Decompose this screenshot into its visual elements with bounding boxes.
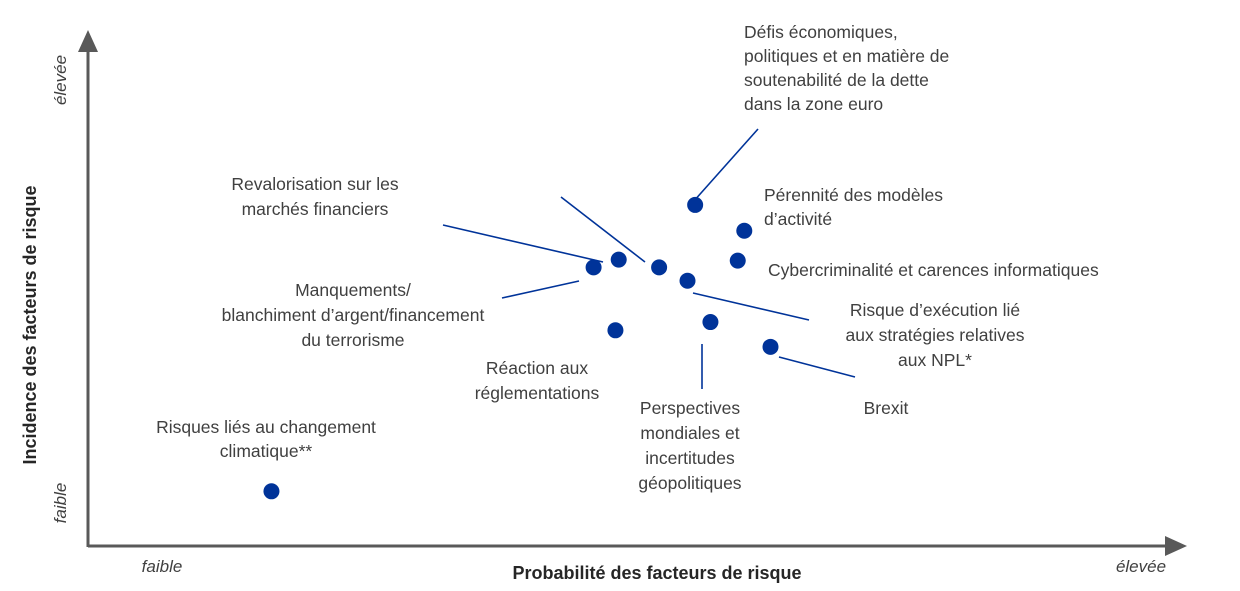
point-label-line: Brexit [864, 398, 909, 418]
point-label-reaction: Réaction aux réglementations [475, 358, 600, 403]
data-point-aml [585, 259, 602, 276]
point-label-line: Perspectives [640, 398, 740, 418]
data-point-reaction [651, 259, 668, 276]
point-label-business: Pérennité des modèles d’activité [764, 185, 943, 229]
x-axis-high-label: élevée [1116, 557, 1166, 576]
point-label-aml: Manquements/blanchiment d’argent/finance… [222, 280, 485, 350]
point-label-line: politiques et en matière de [744, 46, 949, 66]
point-label-revalo: Revalorisation sur les marchés financiers [231, 174, 399, 219]
data-points [263, 196, 779, 500]
point-label-line: climatique** [220, 441, 313, 461]
leader-line-reaction [560, 196, 646, 263]
y-axis-arrow [78, 30, 98, 52]
data-point-revalo [610, 251, 627, 268]
point-label-geo: Perspectives mondiales et incertitudes géop… [638, 398, 741, 493]
point-label-cyber: Cybercriminalité et carences informatiqu… [768, 260, 1099, 280]
y-axis-low-label: faible [51, 483, 70, 524]
data-point-geo [702, 314, 719, 331]
data-point-npl [679, 272, 696, 289]
x-axis-low-label: faible [142, 557, 183, 576]
point-label-debt: Défis économiques, politiques et en matiè… [744, 22, 949, 114]
point-label-line: géopolitiques [638, 473, 741, 493]
point-label-line: Manquements/ [295, 280, 411, 300]
point-label-line: incertitudes [645, 448, 735, 468]
point-label-line: du terrorisme [301, 330, 404, 350]
point-label-line: aux stratégies relatives [846, 325, 1025, 345]
point-label-line: Cybercriminalité et carences informatiqu… [768, 260, 1099, 280]
point-label-line: soutenabilité de la dette [744, 70, 929, 90]
x-axis-arrow [1165, 536, 1187, 556]
point-label-line: Réaction aux [486, 358, 588, 378]
point-label-line: Risque d’exécution lié [850, 300, 1020, 320]
axes [78, 30, 1187, 556]
point-label-line: Défis économiques, [744, 22, 898, 42]
data-point-debt [687, 196, 704, 213]
leader-line-aml [501, 280, 580, 299]
data-point-business [736, 222, 753, 239]
y-axis-high-label: élevée [51, 55, 70, 105]
point-label-line: blanchiment d’argent/financement [222, 305, 485, 325]
point-label-line: Pérennité des modèles [764, 185, 943, 205]
point-label-line: Revalorisation sur les [231, 174, 399, 194]
data-point-cyber [729, 252, 746, 269]
point-labels: Risques liés au changement climatique** Dé… [156, 22, 1099, 493]
leader-line-debt [692, 128, 759, 203]
point-label-line: Risques liés au changement [156, 417, 376, 437]
leader-line-brexit [778, 356, 856, 378]
data-point-climate [263, 483, 280, 500]
point-label-brexit: Brexit [864, 398, 909, 418]
data-point-brexit [762, 338, 779, 355]
point-label-line: aux NPL* [898, 350, 972, 370]
data-point-extra [607, 322, 624, 339]
y-axis-title: Incidence des facteurs de risque [20, 185, 40, 464]
leader-line-revalo [442, 224, 604, 263]
point-label-line: mondiales et [640, 423, 739, 443]
point-label-climate: Risques liés au changement climatique** [156, 417, 376, 461]
point-label-npl: Risque d’exécution lié aux stratégies rel… [846, 300, 1025, 370]
leader-line-npl [692, 292, 810, 321]
x-axis-title: Probabilité des facteurs de risque [512, 563, 801, 583]
point-label-line: d’activité [764, 209, 832, 229]
point-label-line: réglementations [475, 383, 600, 403]
point-label-line: marchés financiers [242, 199, 389, 219]
point-label-line: dans la zone euro [744, 94, 883, 114]
leader-lines [442, 128, 856, 389]
